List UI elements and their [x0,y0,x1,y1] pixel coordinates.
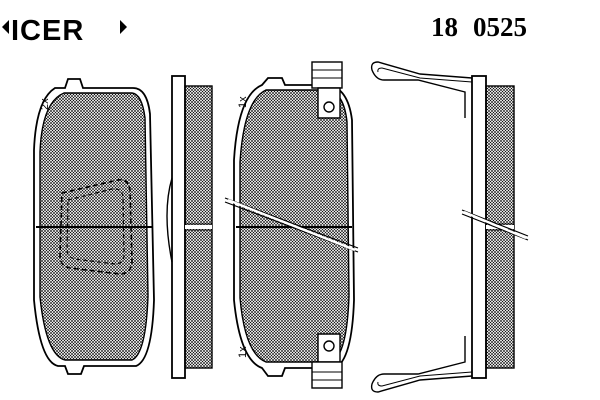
shim-outline [59,178,133,275]
brand-name: ICER [11,15,84,47]
spring-bottom-inner [377,371,473,387]
section-cut-gap [463,210,527,240]
spring-top [370,61,473,118]
quantity-label-bottom: 1x [237,346,249,358]
backing-plate-side [171,75,186,379]
pad-side-view-left [166,75,213,379]
quantity-label: 2x [39,98,51,110]
section-cut-line [461,209,529,241]
part-number-prefix: 18 [431,12,458,42]
logo-arrow-right [120,20,127,34]
logo-arrow-left [2,20,9,34]
part-number: 0525 [473,12,527,42]
quantity-label-top: 1x [237,96,249,108]
spring-top-inner [377,67,473,83]
pad-front-view-left: 2x [33,78,155,375]
clip-top-hole [323,101,335,113]
brand-logo: ICER [2,15,127,47]
side-bulge [166,177,173,263]
pad-side-view-right [370,61,529,393]
pad-front-view-right: 1x 1x [224,61,359,389]
clip-bottom-hole [323,340,335,352]
shim-inner-outline [66,188,125,265]
clip-top [311,61,343,89]
clip-bottom [311,361,343,389]
clip-bottom-lines [312,371,342,381]
backing-plate-side [471,75,487,379]
side-slot-edge [185,223,212,231]
section-cut-gap [227,198,356,252]
clip-top-lines [312,69,342,79]
spring-bottom [370,336,473,393]
